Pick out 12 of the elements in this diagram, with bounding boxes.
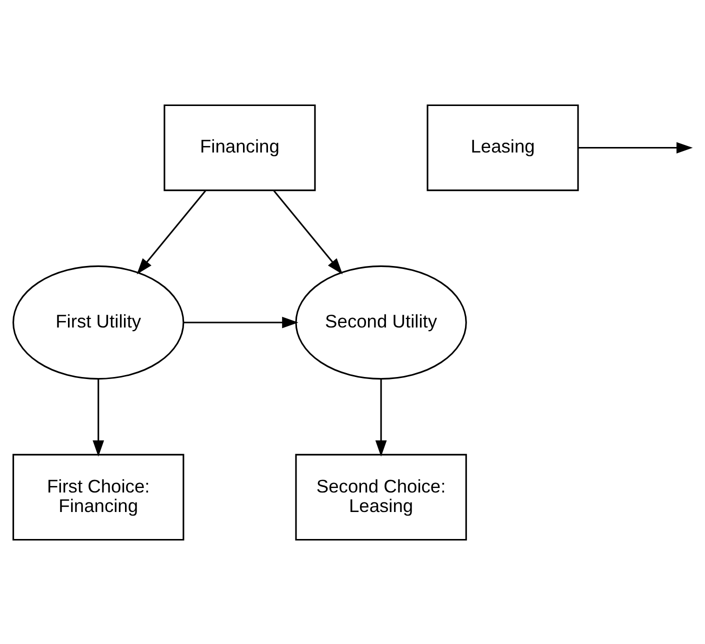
node-box: Financing: [164, 104, 316, 191]
node-box: First Choice: Financing: [12, 453, 184, 540]
node-ellipse: Second Utility: [295, 264, 467, 380]
arrow: [273, 190, 343, 274]
arrow: [375, 378, 387, 456]
arrow: [136, 190, 206, 274]
arrow: [184, 316, 298, 328]
node-ellipse: First Utility: [12, 264, 184, 380]
node-box: Second Choice: Leasing: [295, 453, 467, 540]
node-box: Leasing: [426, 104, 579, 191]
arrow: [578, 142, 693, 153]
arrow: [92, 378, 104, 456]
